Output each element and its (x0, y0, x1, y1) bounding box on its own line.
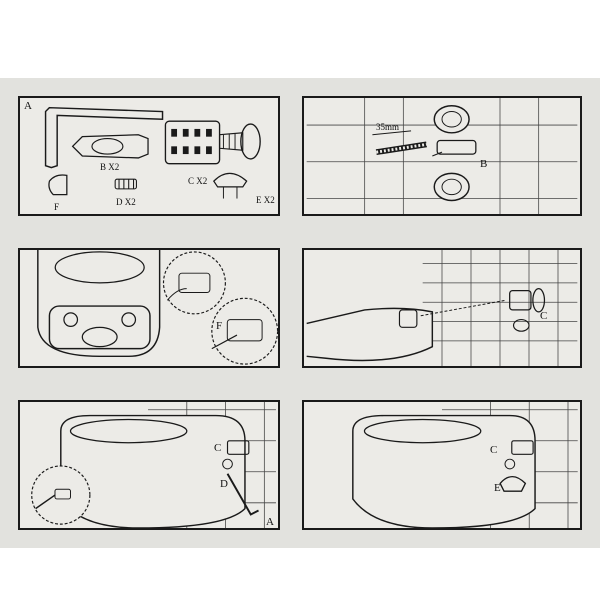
toilet-underside-drawing (37, 250, 278, 365)
wall-hole-upper (433, 105, 470, 134)
anchor-c (164, 120, 221, 165)
parts-drawing (44, 106, 261, 199)
wall-hole-lower (433, 172, 470, 202)
mount-hole-left (63, 312, 79, 327)
part-label-c: C X2 (188, 176, 208, 186)
wall-anchor (509, 289, 532, 311)
callout-c-panel-6: C (490, 444, 498, 456)
panel-tightening: C D A (18, 400, 280, 530)
panel-fitting-to-wall: C (302, 248, 582, 368)
panel-capping: C E (302, 400, 582, 530)
cap-f (48, 174, 68, 196)
callout-c-panel-4: C (540, 310, 548, 322)
plug-e (212, 172, 248, 188)
fitting-to-wall-drawing (306, 250, 578, 366)
screw-d (114, 178, 137, 190)
drill-bit-b (71, 134, 149, 159)
part-label-e: E X2 (256, 195, 275, 205)
corner-label-a: A (24, 100, 32, 112)
wall-drilling-drawing (306, 98, 578, 214)
plug-cap (499, 475, 527, 492)
part-label-f: F (54, 202, 60, 212)
mount-hole-right (121, 312, 137, 327)
screw-detail-circle (31, 465, 91, 525)
hex-key-tool (226, 473, 259, 516)
tightening-drawing (31, 402, 276, 528)
part-label-b: B X2 (100, 162, 120, 172)
panel-parts-list: A B X2 C X2 D X2 E X2 F (18, 96, 280, 216)
callout-d: D (220, 478, 228, 490)
callout-c-panel-5: C (214, 442, 222, 454)
instruction-sheet: A B X2 C X2 D X2 E X2 F 35mm B (0, 78, 600, 548)
part-label-d: D X2 (116, 197, 136, 207)
hex-key-a (44, 106, 164, 169)
callout-e: E (494, 482, 501, 494)
callout-b: B (480, 158, 488, 170)
dimension-label: 35mm (376, 122, 400, 132)
panel-toilet-underside: F (18, 248, 280, 368)
detail-circle (162, 251, 226, 315)
capping-drawing (352, 402, 578, 528)
panel-wall-drilling: 35mm B (302, 96, 582, 216)
callout-f: F (216, 320, 223, 332)
callout-a: A (266, 516, 274, 528)
